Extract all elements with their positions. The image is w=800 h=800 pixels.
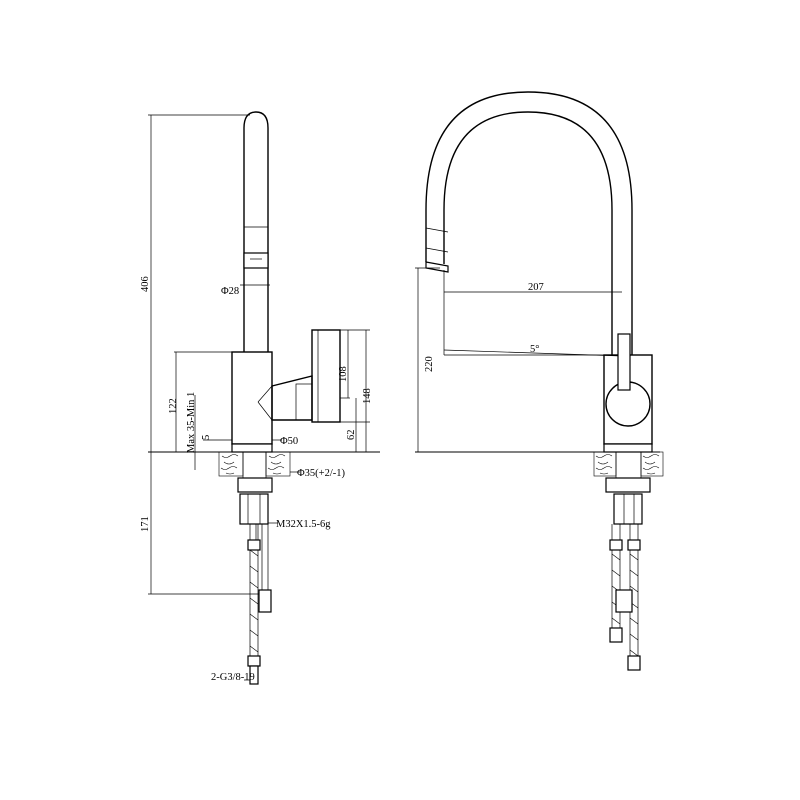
hose-end-front-2 — [627, 655, 641, 671]
hose-braid-front-1 — [611, 553, 621, 625]
countertop-hatch-right — [267, 454, 286, 475]
mounting-washer — [237, 477, 273, 493]
dim-label-thickness: Max 35-Min 1 — [186, 392, 197, 453]
faucet-body — [231, 351, 273, 445]
countertop-hatch-left-front — [595, 454, 613, 475]
mounting-nut-front — [613, 493, 643, 525]
dim-label-220: 220 — [424, 356, 435, 372]
dim-label-angle: 5° — [530, 344, 539, 355]
hose-braid-front-2 — [629, 553, 639, 657]
hose-end-nut — [249, 665, 259, 685]
shank-front — [615, 451, 642, 479]
base-flange — [231, 443, 273, 453]
dim-label-hole-dia: Φ35(+2/-1) — [297, 468, 346, 479]
hose-end-fitting — [247, 655, 261, 667]
dim-label-hose: 2-G3/8-19 — [211, 672, 255, 683]
hose-end-front-1 — [609, 627, 623, 643]
handle-lever-front — [617, 333, 631, 391]
dim-label-148: 148 — [362, 388, 373, 404]
dim-label-406: 406 — [140, 276, 151, 292]
handle-neck — [271, 375, 313, 421]
hose-braid-1 — [249, 549, 259, 653]
dim-label-108: 108 — [338, 366, 349, 382]
shank-upper — [242, 451, 267, 479]
gooseneck-inner — [425, 91, 633, 355]
handle-taper — [257, 385, 273, 421]
dim-label-spout-dia: Φ28 — [221, 286, 239, 297]
handle-collar — [295, 383, 313, 421]
dim-label-122: 122 — [168, 398, 179, 414]
hose-fitting-1 — [247, 539, 261, 551]
hose-fitting-front-2 — [627, 539, 641, 551]
supply-hose-2 — [255, 524, 269, 590]
dim-label-207: 207 — [528, 282, 544, 293]
countertop-hatch-right-front — [642, 454, 660, 475]
hose-fitting-2 — [258, 589, 272, 613]
mounting-nut — [239, 493, 269, 525]
spout-head-joints — [425, 227, 449, 253]
mounting-washer-front — [605, 477, 651, 493]
spray-head-outlet — [425, 261, 449, 273]
hose-fitting-front-1 — [609, 539, 623, 551]
dim-label-62: 62 — [346, 430, 357, 441]
handle-lever — [311, 329, 341, 423]
hose-valve-front — [615, 589, 633, 613]
dim-label-thread: M32X1.5-6g — [276, 519, 331, 530]
countertop-hatch-left — [220, 454, 239, 475]
aerator-outlet — [243, 252, 269, 269]
dim-label-body-dia: Φ50 — [280, 436, 298, 447]
dim-label-5: 5 — [201, 435, 212, 440]
dim-label-171: 171 — [140, 516, 151, 532]
base-flange-front — [603, 443, 653, 453]
left-side-view: 406 Φ28 122 Max 35-Min 1 5 108 — [140, 111, 380, 685]
gooseneck-outer — [443, 111, 613, 355]
right-front-view: 220 207 5° — [415, 91, 664, 671]
spout-tube — [243, 111, 269, 352]
